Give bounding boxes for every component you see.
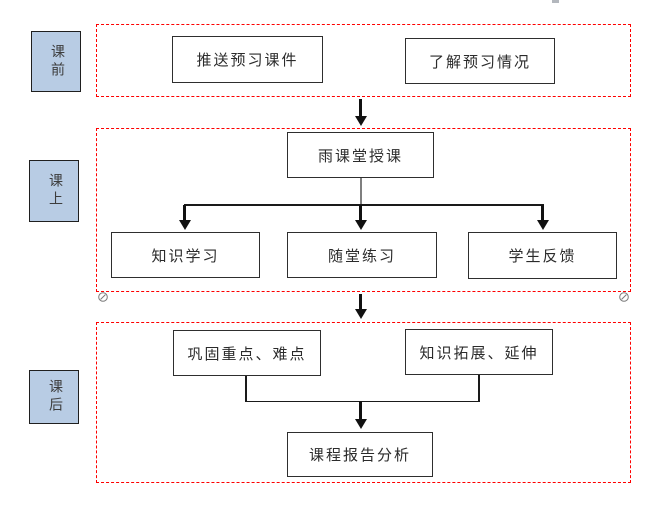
- node-knowledge-learning[interactable]: 知识学习: [111, 232, 260, 278]
- connector-merge-horizontal: [245, 400, 480, 402]
- connector-report-shaft: [359, 401, 362, 420]
- phase-label-post-class: 课后: [47, 379, 62, 415]
- connector-rain-stem: [360, 178, 362, 205]
- node-check-preview[interactable]: 了解预习情况: [405, 38, 555, 84]
- arrow-down-icon: [355, 309, 367, 319]
- node-rain-classroom-label: 雨课堂授课: [317, 148, 403, 165]
- arrow-down-icon: [179, 220, 191, 230]
- connector-branch-left-shaft: [183, 205, 186, 220]
- node-push-courseware[interactable]: 推送预习课件: [172, 36, 323, 83]
- connector-branch-middle-shaft: [359, 205, 362, 220]
- phase-box-in-class[interactable]: 课上: [29, 160, 79, 222]
- node-consolidate-label: 巩固重点、难点: [187, 346, 307, 363]
- screen-artifact: [552, 0, 559, 3]
- phase-box-pre-class[interactable]: 课前: [31, 31, 81, 92]
- node-expand[interactable]: 知识拓展、延伸: [405, 329, 553, 375]
- node-report-analysis[interactable]: 课程报告分析: [287, 432, 433, 477]
- node-check-preview-label: 了解预习情况: [428, 54, 531, 71]
- node-student-feedback[interactable]: 学生反馈: [468, 232, 617, 279]
- connector-branch-horizontal: [184, 204, 544, 206]
- section-rect-post-class[interactable]: [96, 322, 631, 483]
- connector-branch-right-shaft: [541, 205, 544, 220]
- node-expand-label: 知识拓展、延伸: [419, 345, 539, 362]
- node-push-courseware-label: 推送预习课件: [196, 53, 299, 69]
- arrow-down-icon: [355, 220, 367, 230]
- phase-label-in-class: 课上: [47, 173, 62, 209]
- node-knowledge-learning-label: 知识学习: [151, 248, 220, 265]
- section-rect-in-class[interactable]: [96, 128, 631, 292]
- node-consolidate[interactable]: 巩固重点、难点: [173, 330, 321, 376]
- section-rect-pre-class[interactable]: [96, 24, 631, 97]
- connector-s2-s3-shaft: [359, 294, 362, 310]
- connector-consolidate-drop: [245, 376, 247, 402]
- arrow-down-icon: [355, 419, 367, 429]
- phase-box-post-class[interactable]: 课后: [29, 370, 79, 424]
- node-in-class-practice-label: 随堂练习: [327, 248, 396, 265]
- connector-s1-s2-shaft: [359, 99, 362, 117]
- slashed-circle-handle-icon[interactable]: [98, 289, 108, 302]
- node-report-analysis-label: 课程报告分析: [308, 448, 411, 464]
- slashed-circle-handle-icon[interactable]: [619, 289, 629, 302]
- phase-label-pre-class: 课前: [49, 43, 64, 80]
- arrow-down-icon: [537, 220, 549, 230]
- node-student-feedback-label: 学生反馈: [508, 249, 577, 265]
- connector-expand-drop: [478, 375, 480, 402]
- arrow-down-icon: [355, 116, 367, 126]
- node-rain-classroom[interactable]: 雨课堂授课: [287, 132, 434, 178]
- node-in-class-practice[interactable]: 随堂练习: [287, 232, 437, 278]
